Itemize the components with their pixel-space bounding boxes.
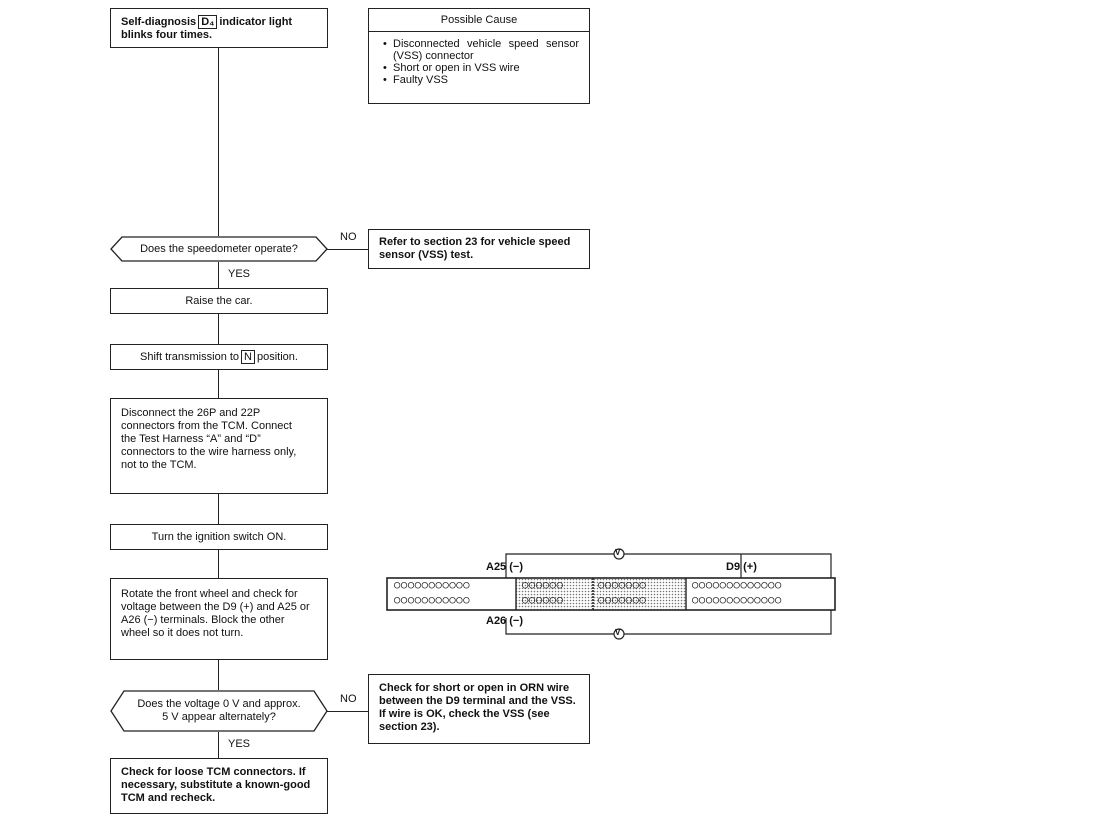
connector-pins-mid2-bottom: ○○○○○○○ [598, 594, 647, 606]
flow-line [218, 660, 219, 690]
rotate-wheel-box: Rotate the front wheel and check for vol… [110, 578, 328, 660]
raise-car-text: Raise the car. [185, 294, 253, 307]
start-text-after: indicator light blinks four times. [121, 16, 293, 41]
cause-item: Disconnected vehicle speed sensor (VSS) … [383, 38, 579, 62]
check-tcm-text: Check for loose TCM connectors. If neces… [121, 766, 311, 804]
d4-indicator-badge: D₄ [198, 15, 218, 29]
check-orn-wire-box: Check for short or open in ORN wire betw… [368, 674, 590, 744]
flow-line [218, 314, 219, 344]
connector-pins-right-bottom: ○○○○○○○○○○○○○ [692, 594, 782, 606]
voltmeter-top-label: V [615, 548, 621, 557]
refer-section-23-text: Refer to section 23 for vehicle speed se… [379, 236, 571, 261]
connector-pins-mid1-top: ○○○○○○ [522, 579, 564, 591]
shift-text-after: position. [257, 350, 298, 363]
check-tcm-box: Check for loose TCM connectors. If neces… [110, 758, 328, 814]
possible-cause-list: Disconnected vehicle speed sensor (VSS) … [369, 38, 589, 86]
q1-yes-label: YES [228, 268, 251, 280]
a25-label: A25 (−) [486, 561, 523, 573]
connector-pins-mid1-bottom: ○○○○○○ [522, 594, 564, 606]
voltmeter-bottom-label: V [615, 628, 621, 637]
start-text-before: Self-diagnosis [121, 16, 197, 28]
possible-cause-box: Possible Cause Disconnected vehicle spee… [368, 8, 590, 104]
connector-wiring [386, 548, 836, 640]
decision-voltage: Does the voltage 0 V and approx. 5 V app… [110, 690, 328, 732]
shift-text-before: Shift transmission to [140, 350, 240, 363]
d9-label: D9 (+) [726, 561, 757, 573]
decision-shape [110, 690, 328, 732]
ignition-on-text: Turn the ignition switch ON. [151, 530, 287, 543]
disconnect-connectors-text: Disconnect the 26P and 22P connectors fr… [121, 407, 297, 471]
cause-item: Faulty VSS [383, 74, 579, 86]
connector-pins-left-top: ○○○○○○○○○○○ [394, 579, 471, 591]
cause-item: Short or open in VSS wire [383, 62, 579, 74]
decision-voltage-text: Does the voltage 0 V and approx. 5 V app… [137, 698, 301, 723]
decision-speedometer-text: Does the speedometer operate? [140, 242, 298, 255]
possible-cause-title: Possible Cause [369, 9, 589, 32]
decision-shape [110, 236, 328, 262]
flow-line [218, 262, 219, 288]
flow-line [218, 732, 219, 758]
q2-no-label: NO [340, 693, 357, 705]
connector-pins-right-top: ○○○○○○○○○○○○○ [692, 579, 782, 591]
raise-car-box: Raise the car. [110, 288, 328, 314]
disconnect-connectors-box: Disconnect the 26P and 22P connectors fr… [110, 398, 328, 494]
connector-diagram: A25 (−) D9 (+) A26 (−) V V ○○○○○○○○○○○ ○… [386, 548, 836, 642]
ignition-on-box: Turn the ignition switch ON. [110, 524, 328, 550]
connector-pins-left-bottom: ○○○○○○○○○○○ [394, 594, 471, 606]
flow-line [218, 370, 219, 398]
decision-speedometer: Does the speedometer operate? [110, 236, 328, 262]
q2-yes-label: YES [228, 738, 251, 750]
flow-line [218, 48, 219, 236]
neutral-position-badge: N [241, 350, 255, 364]
no-branch-line [326, 249, 368, 250]
no-branch-line [326, 711, 368, 712]
flow-line [218, 550, 219, 578]
check-orn-wire-text: Check for short or open in ORN wire betw… [379, 682, 576, 733]
flow-line [218, 494, 219, 524]
refer-section-23-box: Refer to section 23 for vehicle speed se… [368, 229, 590, 269]
connector-pins-mid2-top: ○○○○○○○ [598, 579, 647, 591]
rotate-wheel-text: Rotate the front wheel and check for vol… [121, 588, 310, 639]
q1-no-label: NO [340, 231, 357, 243]
a26-label: A26 (−) [486, 615, 523, 627]
